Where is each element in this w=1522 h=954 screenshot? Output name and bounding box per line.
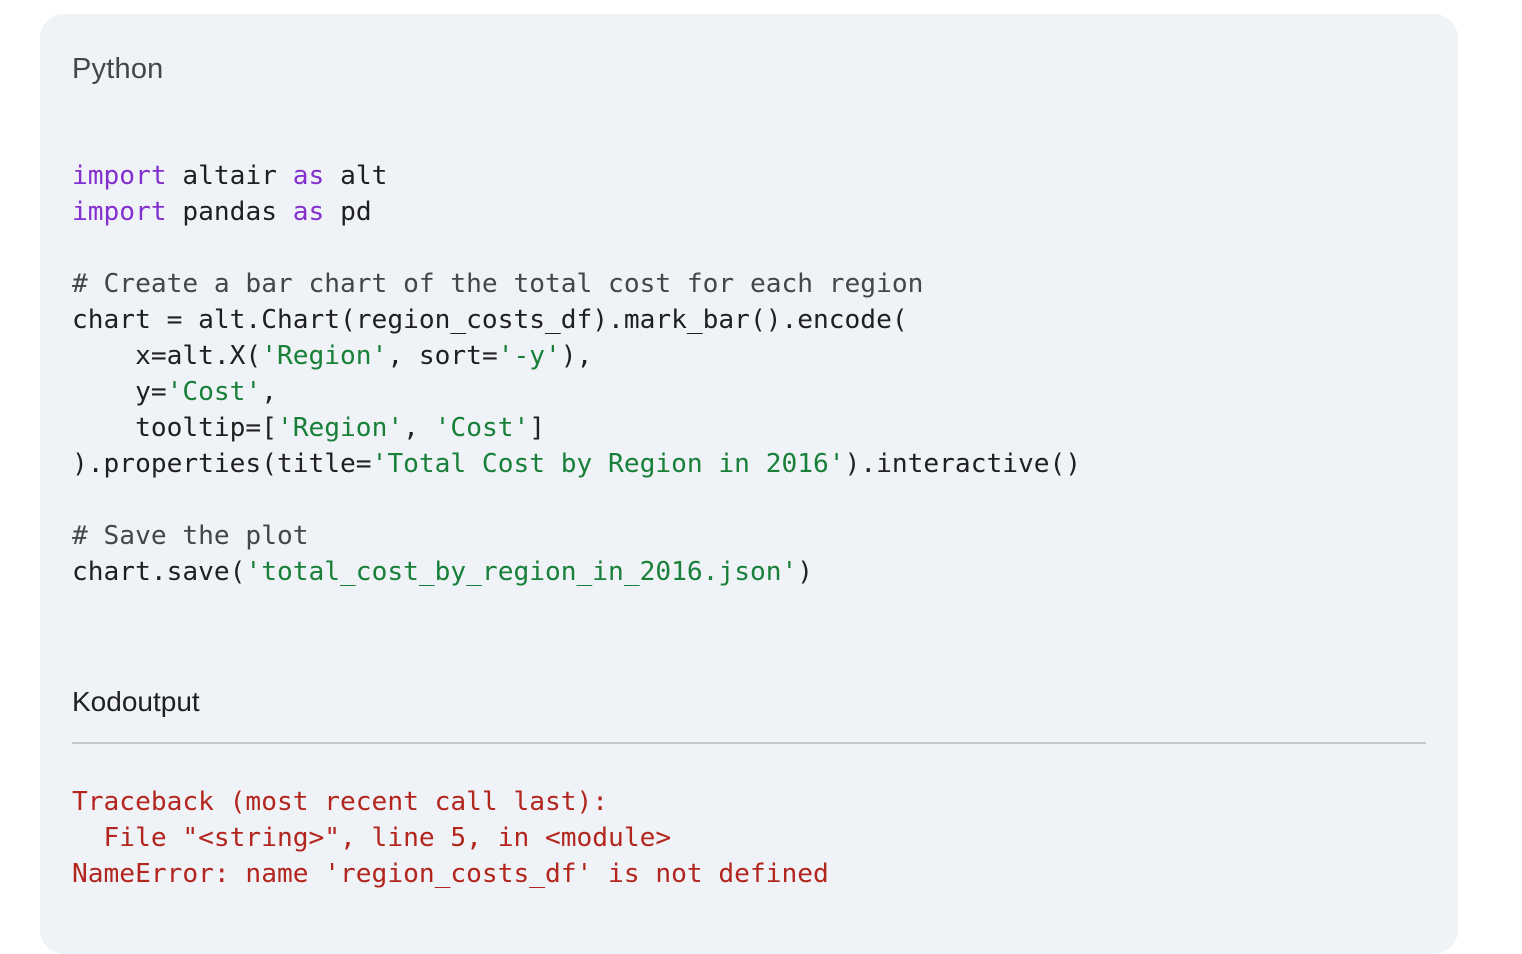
code-token: # Save the plot (72, 521, 309, 551)
code-token: 'Cost' (434, 413, 530, 443)
code-line: # Save the plot (72, 518, 1081, 554)
code-token: , (403, 413, 435, 443)
code-token: '-y' (497, 341, 561, 371)
code-line (72, 482, 1081, 518)
code-token: ] (529, 413, 546, 443)
code-token: 'Cost' (166, 377, 262, 407)
code-token: ).interactive() (844, 449, 1082, 479)
code-token: y= (72, 377, 167, 407)
code-line: ).properties(title='Total Cost by Region… (72, 446, 1081, 482)
code-token: alt (324, 161, 388, 191)
code-line: chart.save('total_cost_by_region_in_2016… (72, 554, 1081, 590)
code-line: tooltip=['Region', 'Cost'] (72, 410, 1081, 446)
code-token: as (292, 197, 325, 227)
code-line: y='Cost', (72, 374, 1081, 410)
code-token: as (292, 161, 325, 191)
output-divider (72, 742, 1426, 744)
code-line (72, 230, 1081, 266)
code-token: 'Total Cost by Region in 2016' (371, 449, 845, 479)
code-token: 'Region' (261, 341, 388, 371)
code-token: , sort= (387, 341, 498, 371)
code-line: chart = alt.Chart(region_costs_df).mark_… (72, 302, 1081, 338)
error-output-line: Traceback (most recent call last): (72, 787, 609, 817)
code-token: , (261, 377, 277, 407)
code-token: x=alt.X( (72, 341, 262, 371)
error-output-line: NameError: name 'region_costs_df' is not… (72, 859, 829, 889)
code-token: import (72, 161, 167, 191)
error-output: Traceback (most recent call last): File … (72, 784, 829, 892)
code-token: ).properties(title= (72, 449, 372, 479)
code-token: # Create a bar chart of the total cost f… (72, 269, 924, 299)
code-line: import pandas as pd (72, 194, 1081, 230)
code-token: chart = alt.Chart(region_costs_df).mark_… (72, 305, 908, 335)
code-token: tooltip=[ (72, 413, 277, 443)
code-line: x=alt.X('Region', sort='-y'), (72, 338, 1081, 374)
code-line: # Create a bar chart of the total cost f… (72, 266, 1081, 302)
code-line: import altair as alt (72, 158, 1081, 194)
code-token: chart.save( (72, 557, 246, 587)
code-token: ) (797, 557, 814, 587)
code-token: pandas (166, 197, 293, 227)
code-token: 'total_cost_by_region_in_2016.json' (245, 557, 798, 587)
code-token: import (72, 197, 167, 227)
code-token: 'Region' (276, 413, 404, 443)
code-output-title: Kodoutput (72, 686, 200, 717)
code-language-label: Python (72, 53, 164, 85)
code-token: pd (324, 197, 372, 227)
error-output-line: File "<string>", line 5, in <module> (72, 823, 672, 853)
code-token: altair (166, 161, 293, 191)
code-token: ), (560, 341, 593, 371)
